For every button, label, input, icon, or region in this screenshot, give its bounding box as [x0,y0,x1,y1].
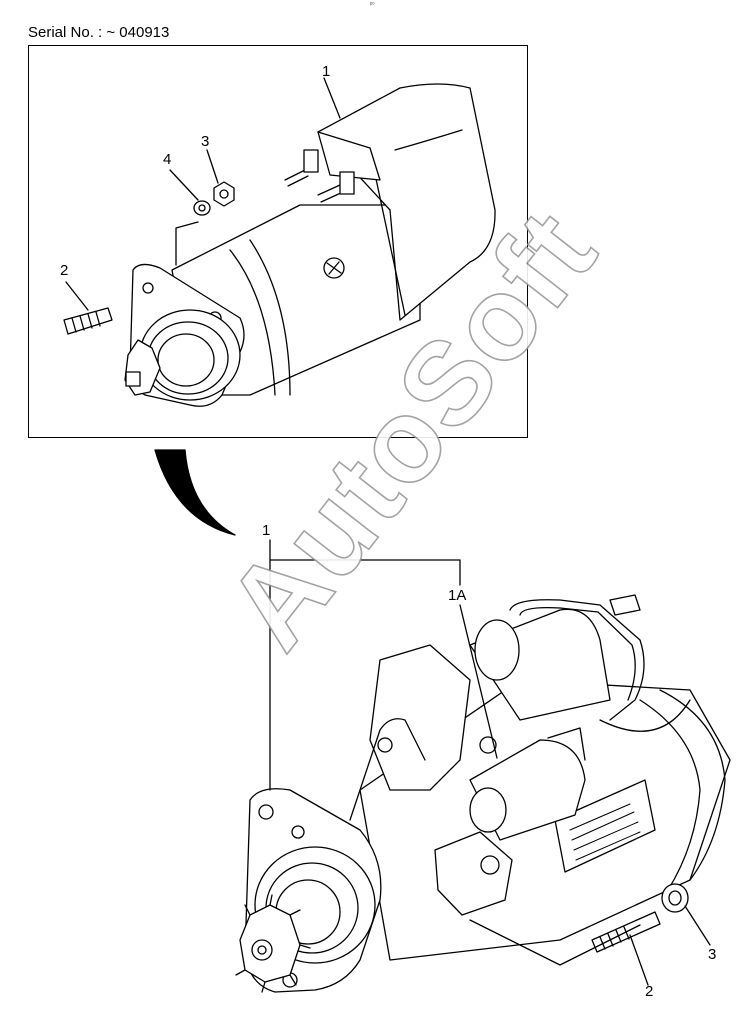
lower-starter-motor [235,539,731,993]
callout-4-top: 4 [163,151,172,168]
top-mark: ᵖᵒ [370,2,375,8]
serial-number-label: Serial No. : ~ 040913 [28,24,170,41]
callout-2-top: 2 [60,262,69,279]
upper-starter-motor [63,77,496,407]
transition-arrow [154,449,236,536]
callout-1-top: 1 [322,63,331,80]
callout-3-top: 3 [201,133,210,150]
callout-1-bottom: 1 [262,522,271,539]
callout-1a-bottom: 1A [448,587,467,604]
callout-3-bottom: 3 [708,946,717,963]
callout-2-bottom: 2 [645,983,654,1000]
upper-detail-frame [28,45,528,438]
